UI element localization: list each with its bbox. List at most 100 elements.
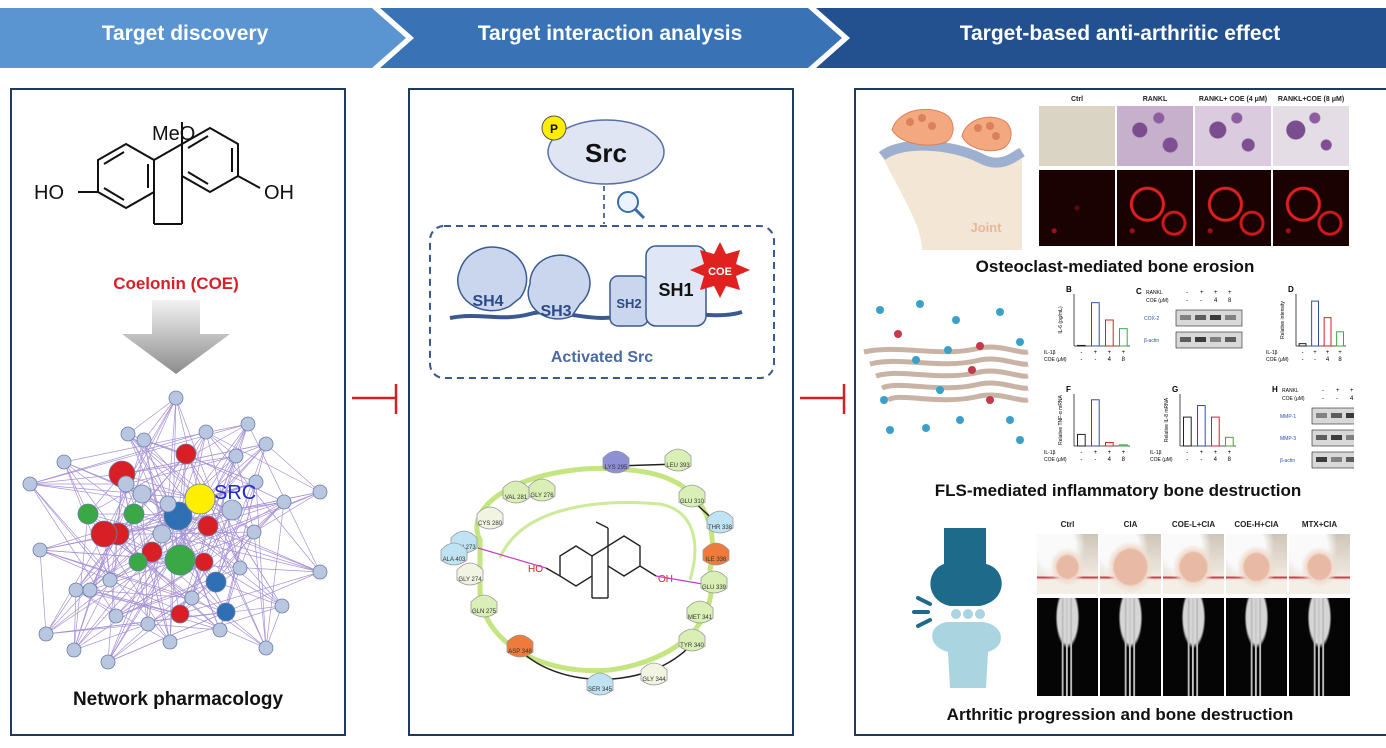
network-node — [197, 515, 219, 537]
residue-label: ILE 336 — [706, 557, 727, 563]
blot-band — [1225, 337, 1236, 342]
residue-label: ALA 403 — [443, 557, 466, 563]
condition-label: 4 — [1214, 298, 1218, 304]
condition-label: 4 — [1214, 457, 1218, 463]
bar — [1077, 433, 1086, 447]
paw-photo — [1226, 534, 1287, 594]
activated-src-label: Activated Src — [551, 349, 653, 366]
network-node — [102, 572, 118, 588]
joint-illustration: Joint — [878, 108, 1025, 250]
sh4-domain — [457, 246, 528, 312]
network-node — [38, 626, 54, 642]
fls-title: FLS-mediated inflammatory bone destructi… — [934, 481, 1302, 500]
network-node — [232, 560, 248, 576]
condition-label: + — [1350, 388, 1354, 394]
coe-badge-label: COE — [708, 266, 732, 278]
condition-label: + — [1338, 350, 1342, 356]
network-node — [22, 476, 38, 492]
network-node — [32, 542, 48, 558]
micro-ct-image — [1100, 598, 1161, 696]
panel-letter: H — [1272, 385, 1278, 394]
network-node — [82, 582, 98, 598]
residue-node — [678, 484, 706, 508]
bar — [1119, 444, 1128, 447]
src-protein — [547, 119, 665, 185]
target-interaction-panel — [408, 88, 794, 736]
network-node — [140, 616, 156, 632]
osteoclast-1 — [891, 108, 954, 146]
condition-label: - — [1186, 457, 1188, 463]
condition-label: 4 — [1108, 357, 1112, 363]
condition-label: - — [1080, 357, 1082, 363]
blot-header: RANKL — [1282, 388, 1299, 394]
network-node — [66, 642, 82, 658]
osteo-column-label: RANKL+COE (8 μM) — [1277, 96, 1345, 103]
cytokine-dot — [894, 330, 902, 338]
condition-label: + — [1214, 450, 1218, 456]
network-node — [240, 416, 256, 432]
sh3-label: SH3 — [540, 303, 571, 320]
cytokine-dot — [1006, 416, 1014, 424]
network-node — [221, 499, 243, 521]
blot-band-label: MMP-3 — [1280, 436, 1296, 442]
condition-label: + — [1200, 450, 1204, 456]
osteoclast-title: Osteoclast-mediated bone erosion — [975, 257, 1255, 276]
blot-header: RANKL — [1146, 290, 1163, 296]
bar — [1298, 343, 1307, 347]
f-actin-image — [1117, 170, 1193, 246]
condition-label: - — [1080, 450, 1082, 456]
coe-badge-star — [690, 242, 750, 298]
residue-label: LYS 295 — [605, 465, 628, 471]
condition-label: - — [1200, 457, 1202, 463]
cytokine-dot — [880, 396, 888, 404]
residue-label: TYR 340 — [680, 643, 704, 649]
meo-label: MeO — [152, 123, 195, 145]
blot-band — [1195, 315, 1206, 320]
condition-label: + — [1228, 290, 1232, 296]
network-node — [194, 552, 214, 572]
residue-node — [706, 510, 734, 534]
inhibition-symbol-1 — [352, 384, 398, 414]
condition-label: - — [1080, 457, 1082, 463]
blot-band — [1331, 457, 1342, 462]
src-label: Src — [585, 138, 627, 168]
oh-label: OH — [264, 182, 294, 204]
residue-label: CYS 280 — [478, 521, 503, 527]
condition-label: - — [1080, 350, 1082, 356]
network-node — [170, 604, 190, 624]
fls-cell-illustration — [863, 300, 1029, 444]
blot-band — [1210, 315, 1221, 320]
micro-ct-image — [1037, 598, 1098, 696]
condition-label: - — [1094, 357, 1096, 363]
dock-oh-label: OH — [658, 574, 673, 585]
cytokine-dot — [976, 342, 984, 350]
residue-node — [700, 570, 728, 594]
panel-letter: F — [1066, 385, 1071, 394]
residue-node — [470, 594, 498, 618]
blot-band — [1316, 435, 1327, 440]
blot-band — [1316, 457, 1327, 462]
banner-step1-shape — [0, 8, 406, 68]
condition-label: + — [1326, 350, 1330, 356]
blot-band — [1210, 337, 1221, 342]
blot-band — [1225, 315, 1236, 320]
bar — [1211, 416, 1220, 447]
network-node — [216, 602, 236, 622]
network-node — [274, 598, 290, 614]
bar — [1183, 416, 1192, 447]
down-arrow — [122, 300, 230, 374]
blot-band — [1180, 315, 1191, 320]
condition-label: + — [1200, 290, 1204, 296]
bar — [1105, 442, 1114, 447]
trap-stain-image — [1117, 106, 1193, 166]
network-node — [77, 503, 99, 525]
y-axis-label: IL-6 (pg/mL) — [1058, 306, 1064, 334]
network-node — [258, 436, 274, 452]
network-node — [132, 484, 152, 504]
condition-label: 8 — [1228, 298, 1232, 304]
network-node — [152, 524, 172, 544]
row-label: IL-1β — [1044, 450, 1056, 456]
